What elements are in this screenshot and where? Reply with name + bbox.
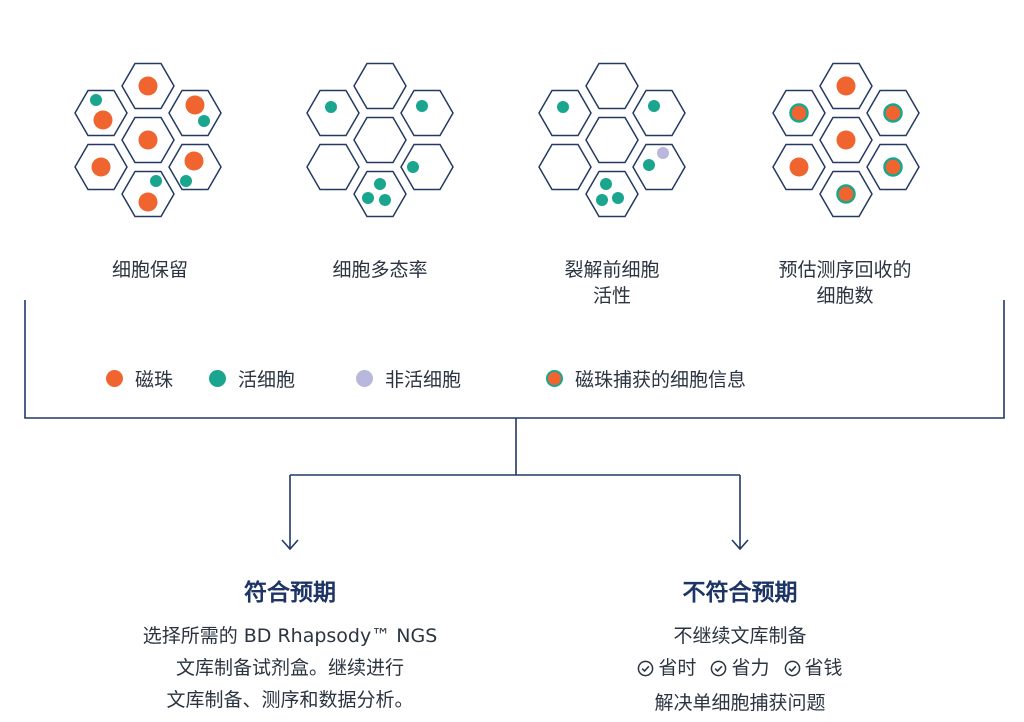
live-cell-dot [407,161,419,173]
right-arrowhead [731,539,749,551]
benefit-label: 省时 [658,657,697,679]
captured-bead-dot [836,184,856,204]
bead-dot [91,157,111,177]
bead-dot [789,157,809,177]
check-circle-icon [711,660,727,676]
bead-dot [184,151,204,171]
outcome-title: 符合预期 [244,580,336,606]
bead-dot [138,76,158,96]
metric-label-cell-retention: 细胞保留 [111,259,188,281]
legend-label: 磁珠 [135,368,174,391]
legend-bead: 磁珠 [106,364,173,392]
bead-dot [138,130,158,150]
hexagon-well [306,143,360,191]
hexagon-well [400,89,454,137]
benefit-time: 省时 [637,652,696,684]
bead-dot [836,76,856,96]
benefit-effort: 省力 [710,652,770,684]
hexagon-well [353,116,407,164]
check-circle-icon [638,660,654,676]
legend-label: 活细胞 [238,368,296,391]
bead-dot [93,110,113,130]
outcome-line: 不继续文库制备 [673,625,807,647]
hexagon-well [585,116,639,164]
hexagon-well [538,89,592,137]
captured-bead-dot [789,103,809,123]
hexagon-well [585,62,639,110]
hex-cluster [74,62,222,218]
outcome-line: 文库制备试剂盒。继续进行 [175,657,404,679]
hexagon-well [353,62,407,110]
left-arrowhead [281,539,299,551]
legend-live-cell: 活细胞 [209,364,295,392]
hexagon-well [353,170,407,218]
legend-label: 磁珠捕获的细胞信息 [575,368,747,391]
hex-cluster [772,62,920,218]
bead-dot [836,130,856,150]
connector-lines [24,300,1005,551]
legend-dead-cell: 非活细胞 [356,364,461,392]
hex-cluster [306,62,454,218]
outcome-line: 解决单细胞捕获问题 [654,691,826,714]
hexagon-well [400,143,454,191]
live-cell-icon [209,369,226,387]
live-cell-dot [180,175,192,187]
live-cell-dot [325,101,337,113]
live-cell-dot [612,192,624,204]
captured-bead-dot [883,157,903,177]
legend-label: 非活细胞 [385,368,462,391]
dead-cell-icon [356,369,373,387]
live-cell-dot [374,178,386,190]
live-cell-dot [198,115,210,127]
captured-bead-dot [883,103,903,123]
hexagon-well [632,89,686,137]
hexagon-well [585,170,639,218]
metric-label-recovered-cells: 预估测序回收的 细胞数 [778,259,912,307]
benefit-label: 省力 [731,657,770,679]
live-cell-dot [600,178,612,190]
outcome-line: 选择所需的 BD Rhapsody™ NGS [142,625,438,647]
bead-icon [106,369,123,387]
outcome-line: 文库制备、测序和数据分析。 [166,689,414,711]
live-cell-dot [362,192,374,204]
benefits-row: 省时 省力 省钱 [560,652,920,687]
benefit-label: 省钱 [804,657,843,679]
check-circle-icon [784,660,800,676]
live-cell-dot [557,101,569,113]
live-cell-dot [150,175,162,187]
live-cell-dot [648,100,660,112]
live-cell-dot [643,159,655,171]
outcome-meets-expectation: 符合预期 选择所需的 BD Rhapsody™ NGS 文库制备试剂盒。继续进行… [80,578,500,716]
captured-bead-icon [546,369,563,387]
hexagon-clusters [74,62,920,218]
outcome-fails-expectation: 不符合预期 不继续文库制备 省时 省力 省钱 解决单细胞捕获问题 [560,578,920,719]
benefit-money: 省钱 [784,652,843,684]
hexagon-well [306,89,360,137]
live-cell-dot [596,194,608,206]
bead-dot [138,192,158,212]
bead-dot [185,95,205,115]
live-cell-dot [416,100,428,112]
dead-cell-dot [657,147,669,159]
outcome-title: 不符合预期 [682,580,798,606]
metric-label-prelysis-viability: 裂解前细胞 活性 [564,259,660,307]
hexagon-well [538,143,592,191]
legend-captured-bead: 磁珠捕获的细胞信息 [546,364,746,392]
metric-label-multiplet-rate: 细胞多态率 [332,259,428,281]
live-cell-dot [90,94,102,106]
bracket-line [24,300,1005,419]
live-cell-dot [379,194,391,206]
hex-cluster [538,62,686,218]
hexagon-well [632,143,686,191]
